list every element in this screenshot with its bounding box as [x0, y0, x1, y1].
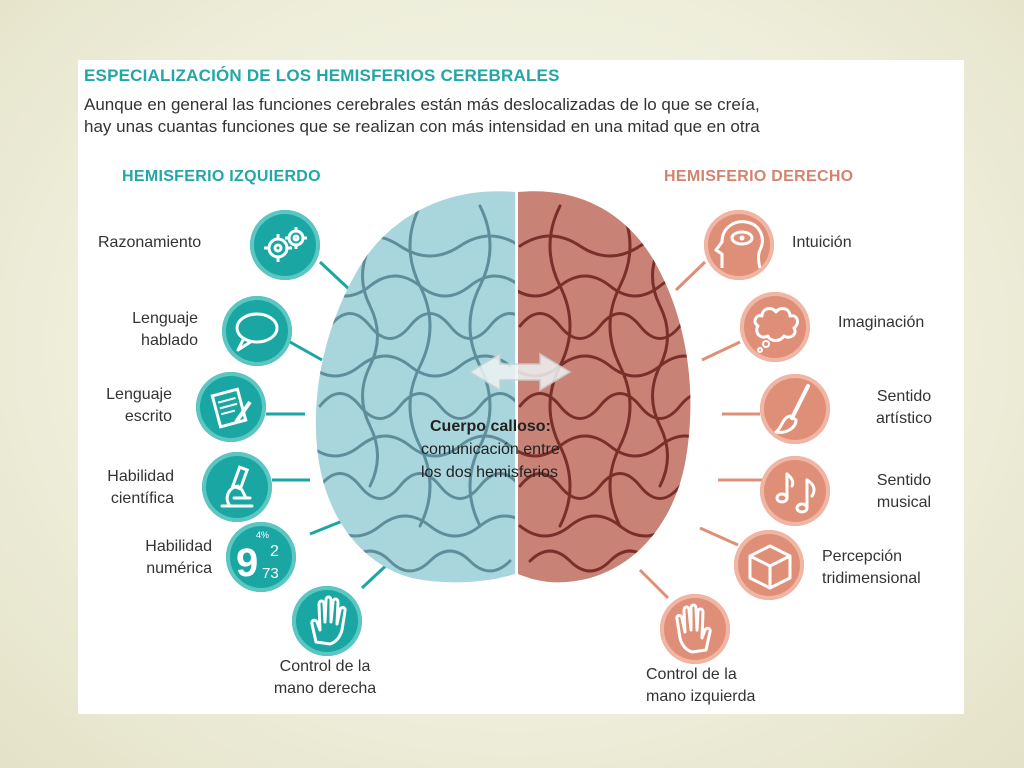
musical-sense-node — [760, 456, 830, 526]
right-item-label-3-line-2: artístico — [875, 410, 932, 427]
written-language-node — [196, 372, 266, 442]
right-item-label-6-line-1: Control de la — [646, 666, 737, 683]
left-item-label-6-line-1: Control de la — [279, 658, 371, 675]
right-item-label-5: Percepción tridimensional — [822, 546, 921, 590]
right-item-label-4-line-2: musical — [876, 494, 932, 511]
intuition-node — [704, 210, 774, 280]
left-item-label-4: Habilidad científica — [80, 466, 174, 510]
eye-head-icon — [714, 220, 764, 269]
paintbrush-icon — [774, 384, 810, 434]
left-item-label-6-line-2: mano derecha — [273, 680, 377, 697]
imagination-node — [740, 292, 810, 362]
document-pencil-icon — [210, 387, 252, 429]
right-hand-control-node — [292, 586, 362, 656]
left-item-label-5-line-1: Habilidad — [145, 538, 212, 555]
right-item-label-3: Sentido artístico — [852, 386, 956, 430]
right-item-label-5-line-1: Percepción — [822, 548, 903, 565]
left-item-label-3-line-1: Lenguaje — [106, 386, 172, 403]
left-hemisphere-title: HEMISFERIO IZQUIERDO — [122, 168, 321, 185]
right-hemisphere-shape — [518, 191, 691, 583]
right-item-label-6-line-2: mano izquierda — [646, 688, 756, 705]
speech-bubble-icon — [235, 312, 279, 352]
corpus-callosum-line-1: comunicación entre — [421, 441, 560, 458]
corpus-callosum-line-2: los dos hemisferios — [421, 464, 558, 481]
infographic-title: ESPECIALIZACIÓN DE LOS HEMISFERIOS CEREB… — [84, 66, 560, 85]
right-item-label-6: Control de la mano izquierda — [646, 664, 755, 708]
corpus-callosum-title: Cuerpo calloso: — [430, 418, 551, 435]
numbers-glyph-big: 9 — [236, 541, 258, 585]
numbers-glyph-corner: 4% — [256, 530, 269, 540]
left-item-label-5-line-2: numérica — [146, 560, 212, 577]
bidirectional-arrow-icon — [468, 352, 572, 392]
brain-illustration — [315, 191, 691, 583]
left-item-label-1: Razonamiento — [98, 232, 201, 254]
artistic-sense-node — [760, 374, 830, 444]
numbers-glyph-bottom: 73 — [262, 565, 279, 582]
left-item-label-2: Lenguaje hablado — [104, 308, 198, 352]
left-item-label-4-line-2: científica — [110, 490, 174, 507]
infographic-subtitle: Aunque en general las funciones cerebral… — [84, 94, 954, 138]
left-hand-control-node — [660, 594, 730, 664]
numbers-glyph-top: 2 — [270, 543, 279, 560]
thought-cloud-icon — [753, 307, 799, 353]
gears-icon — [264, 227, 307, 262]
left-item-label-2-line-1: Lenguaje — [132, 310, 198, 327]
hand-icon — [675, 603, 712, 654]
right-item-label-2: Imaginación — [838, 312, 924, 334]
left-hemisphere-shape — [315, 191, 516, 583]
left-item-label-6: Control de la mano derecha — [258, 656, 392, 700]
right-item-label-4-line-1: Sentido — [876, 472, 932, 489]
right-item-label-3-line-1: Sentido — [876, 388, 932, 405]
right-hemisphere-title: HEMISFERIO DERECHO — [664, 168, 854, 185]
right-item-label-4: Sentido musical — [852, 470, 956, 514]
scientific-skill-node — [202, 452, 272, 522]
subtitle-line-1: Aunque en general las funciones cerebral… — [84, 95, 760, 114]
left-item-label-1-line-1: Razonamiento — [98, 234, 202, 251]
left-item-label-2-line-2: hablado — [141, 332, 198, 349]
left-item-label-3-line-2: escrito — [124, 408, 172, 425]
cube-icon — [748, 544, 792, 590]
subtitle-line-2: hay unas cuantas funciones que se realiz… — [84, 117, 760, 136]
numerical-skill-node: 9 2 73 4% — [226, 522, 296, 592]
reasoning-node — [250, 210, 320, 280]
right-item-label-5-line-2: tridimensional — [822, 570, 921, 587]
spoken-language-node — [222, 296, 292, 366]
right-item-label-2-line-1: Imaginación — [838, 314, 925, 331]
right-item-label-1-line-1: Intuición — [792, 234, 852, 251]
hand-icon — [310, 595, 347, 646]
left-item-label-4-line-1: Habilidad — [107, 468, 174, 485]
left-item-label-3: Lenguaje escrito — [78, 384, 172, 428]
microscope-icon — [220, 465, 254, 508]
left-item-label-5: Habilidad numérica — [118, 536, 212, 580]
right-item-label-1: Intuición — [792, 232, 852, 254]
music-notes-icon — [775, 472, 816, 514]
three-d-perception-node — [734, 530, 804, 600]
numbers-icon: 9 2 73 4% — [236, 530, 279, 585]
